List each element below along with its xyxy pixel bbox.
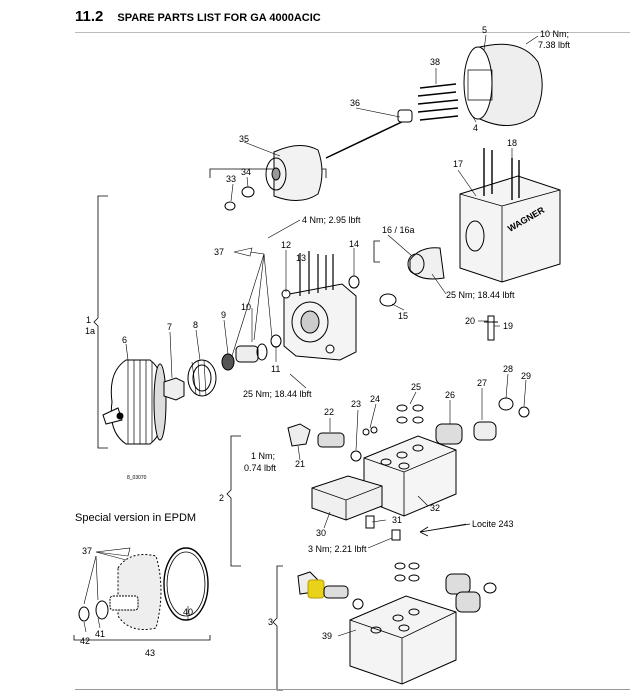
torque-25nm-upper: 25 Nm; 18.44 lbft [446, 290, 515, 300]
callout-20: 20 [465, 316, 476, 326]
callout-4: 4 [473, 123, 479, 133]
bottom-rule [75, 689, 630, 690]
callout-26: 26 [445, 390, 456, 400]
callout-10: 10 [241, 302, 252, 312]
block-part-17: WAGNER [459, 148, 561, 283]
callout-22: 22 [324, 407, 335, 417]
nozzle-parts-7-9 [163, 353, 235, 401]
callout-2: 2 [219, 493, 225, 503]
torque-10nm-line2: 7.38 lbft [538, 40, 571, 50]
callout-12: 12 [281, 240, 292, 250]
callout-42: 42 [80, 636, 91, 646]
callout-16-16a: 16 / 16a [382, 225, 415, 235]
callout-37-upper: 37 [214, 247, 225, 257]
callout-1a: 1a [85, 326, 96, 336]
torque-4nm: 4 Nm; 2.95 lbft [302, 215, 361, 225]
callout-13: 13 [296, 253, 307, 263]
callout-31: 31 [392, 515, 403, 525]
callout-39: 39 [322, 631, 333, 641]
callout-1: 1 [86, 315, 92, 325]
group-brackets [73, 168, 380, 691]
fittings-parts-21-24 [287, 423, 378, 462]
torque-1nm-line1: 1 Nm; [251, 451, 276, 461]
torque-1nm-line2: 0.74 lbft [244, 463, 277, 473]
callout-28: 28 [503, 364, 514, 374]
callout-43: 43 [145, 648, 156, 658]
drawing-id: 8_03070 [127, 475, 147, 481]
callout-6: 6 [122, 335, 128, 345]
callout-3: 3 [268, 617, 274, 627]
callout-34: 34 [241, 167, 252, 177]
callout-40: 40 [183, 607, 194, 617]
callout-35: 35 [239, 134, 250, 144]
callout-17: 17 [453, 159, 464, 169]
callout-18: 18 [507, 138, 518, 148]
callout-11: 11 [271, 364, 281, 374]
block-part-30 [311, 475, 401, 541]
callout-23: 23 [351, 399, 362, 409]
locite-label: Locite 243 [472, 519, 514, 529]
callout-38: 38 [430, 57, 441, 67]
seal-37-marker-upper [233, 247, 253, 257]
torque-3nm: 3 Nm; 2.21 lbft [308, 544, 367, 554]
needle-seal-parts-10-11 [235, 334, 282, 363]
seals-parts-25-29 [396, 397, 530, 445]
callout-24: 24 [370, 394, 381, 404]
pin-parts-19-20 [484, 315, 498, 341]
heading-rule [75, 32, 630, 33]
callout-33: 33 [226, 174, 237, 184]
callout-15: 15 [398, 311, 409, 321]
callout-19: 19 [503, 321, 514, 331]
callout-5: 5 [482, 25, 488, 35]
callout-29: 29 [521, 371, 532, 381]
valve-part-16 [348, 247, 445, 307]
gun-body [281, 251, 357, 361]
callout-9: 9 [221, 310, 227, 320]
seal-37-marker-lower [95, 547, 131, 557]
section-number: 11.2 [75, 8, 104, 25]
block-part-39 [349, 595, 457, 685]
special-version-title: Special version in EPDM [75, 512, 197, 524]
callout-30: 30 [316, 528, 327, 538]
callout-37-lower: 37 [82, 546, 93, 556]
callout-25: 25 [411, 382, 422, 392]
torque-10nm-line1: 10 Nm; [540, 29, 570, 39]
cylinder-part-35 [224, 109, 413, 211]
callout-21: 21 [295, 459, 306, 469]
callout-14: 14 [349, 239, 360, 249]
callout-41: 41 [95, 629, 106, 639]
spring-and-cap-parts [417, 43, 543, 126]
lower-fittings [297, 562, 497, 613]
block-part-32 [363, 435, 457, 517]
callout-7: 7 [167, 322, 173, 332]
callout-8: 8 [193, 320, 199, 330]
torque-25nm-lower: 25 Nm; 18.44 lbft [243, 389, 312, 399]
epdm-version-parts [78, 547, 209, 630]
callout-32: 32 [430, 503, 441, 513]
callout-27: 27 [477, 378, 488, 388]
callout-36: 36 [350, 98, 361, 108]
air-cap-part-6 [102, 359, 167, 445]
locite-arrow [419, 523, 471, 537]
section-title: SPARE PARTS LIST FOR GA 4000ACIC [117, 12, 321, 24]
section-heading: 11.2 SPARE PARTS LIST FOR GA 4000ACIC [75, 8, 321, 26]
